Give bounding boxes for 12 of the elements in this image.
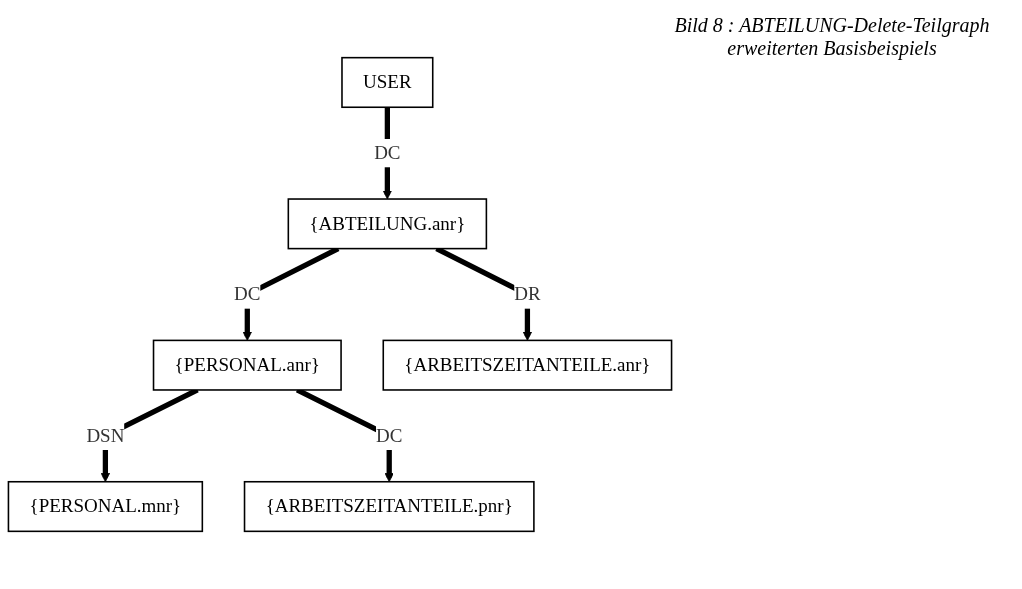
edge-label: DR xyxy=(514,283,541,305)
edge-label: DSN xyxy=(86,424,125,446)
node-box: USER xyxy=(341,56,434,109)
figure-title: Bild 8 : ABTEILUNG-Delete-Teilgraph erweiterten Basisbeispiels xyxy=(673,14,991,60)
edge-label: DC xyxy=(374,142,401,164)
edge-label: DC xyxy=(234,283,261,305)
node-box: {PERSONAL.mnr} xyxy=(7,480,204,533)
node-box: {ABTEILUNG.anr} xyxy=(287,198,488,250)
node-box: {ARBEITSZEITANTEILE.anr} xyxy=(382,339,673,391)
node-box: {ARBEITSZEITANTEILE.pnr} xyxy=(243,480,535,533)
node-box: {PERSONAL.anr} xyxy=(152,339,342,391)
edge-label: DC xyxy=(376,424,403,446)
